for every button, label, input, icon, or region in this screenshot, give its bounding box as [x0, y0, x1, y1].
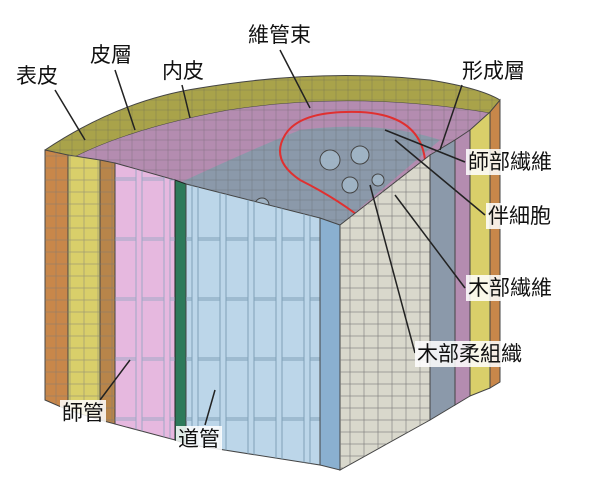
leader-lines — [54, 49, 486, 426]
label-epidermis: 表皮 — [14, 63, 60, 89]
cambium-layer — [174, 179, 187, 445]
label-endodermis: 内皮 — [160, 58, 206, 84]
label-sieve-tube: 師管 — [60, 400, 106, 426]
label-vascular-bundle: 維管束 — [246, 22, 313, 48]
label-phloem-fiber: 師部繊維 — [466, 149, 554, 175]
label-xylem-parenchyma: 木部柔組織 — [415, 341, 524, 367]
label-cortex: 皮層 — [88, 42, 134, 68]
label-vessel: 道管 — [176, 426, 222, 452]
label-cambium: 形成層 — [460, 58, 527, 84]
label-companion-cell: 伴細胞 — [486, 203, 553, 229]
label-xylem-fiber: 木部繊維 — [466, 275, 554, 301]
